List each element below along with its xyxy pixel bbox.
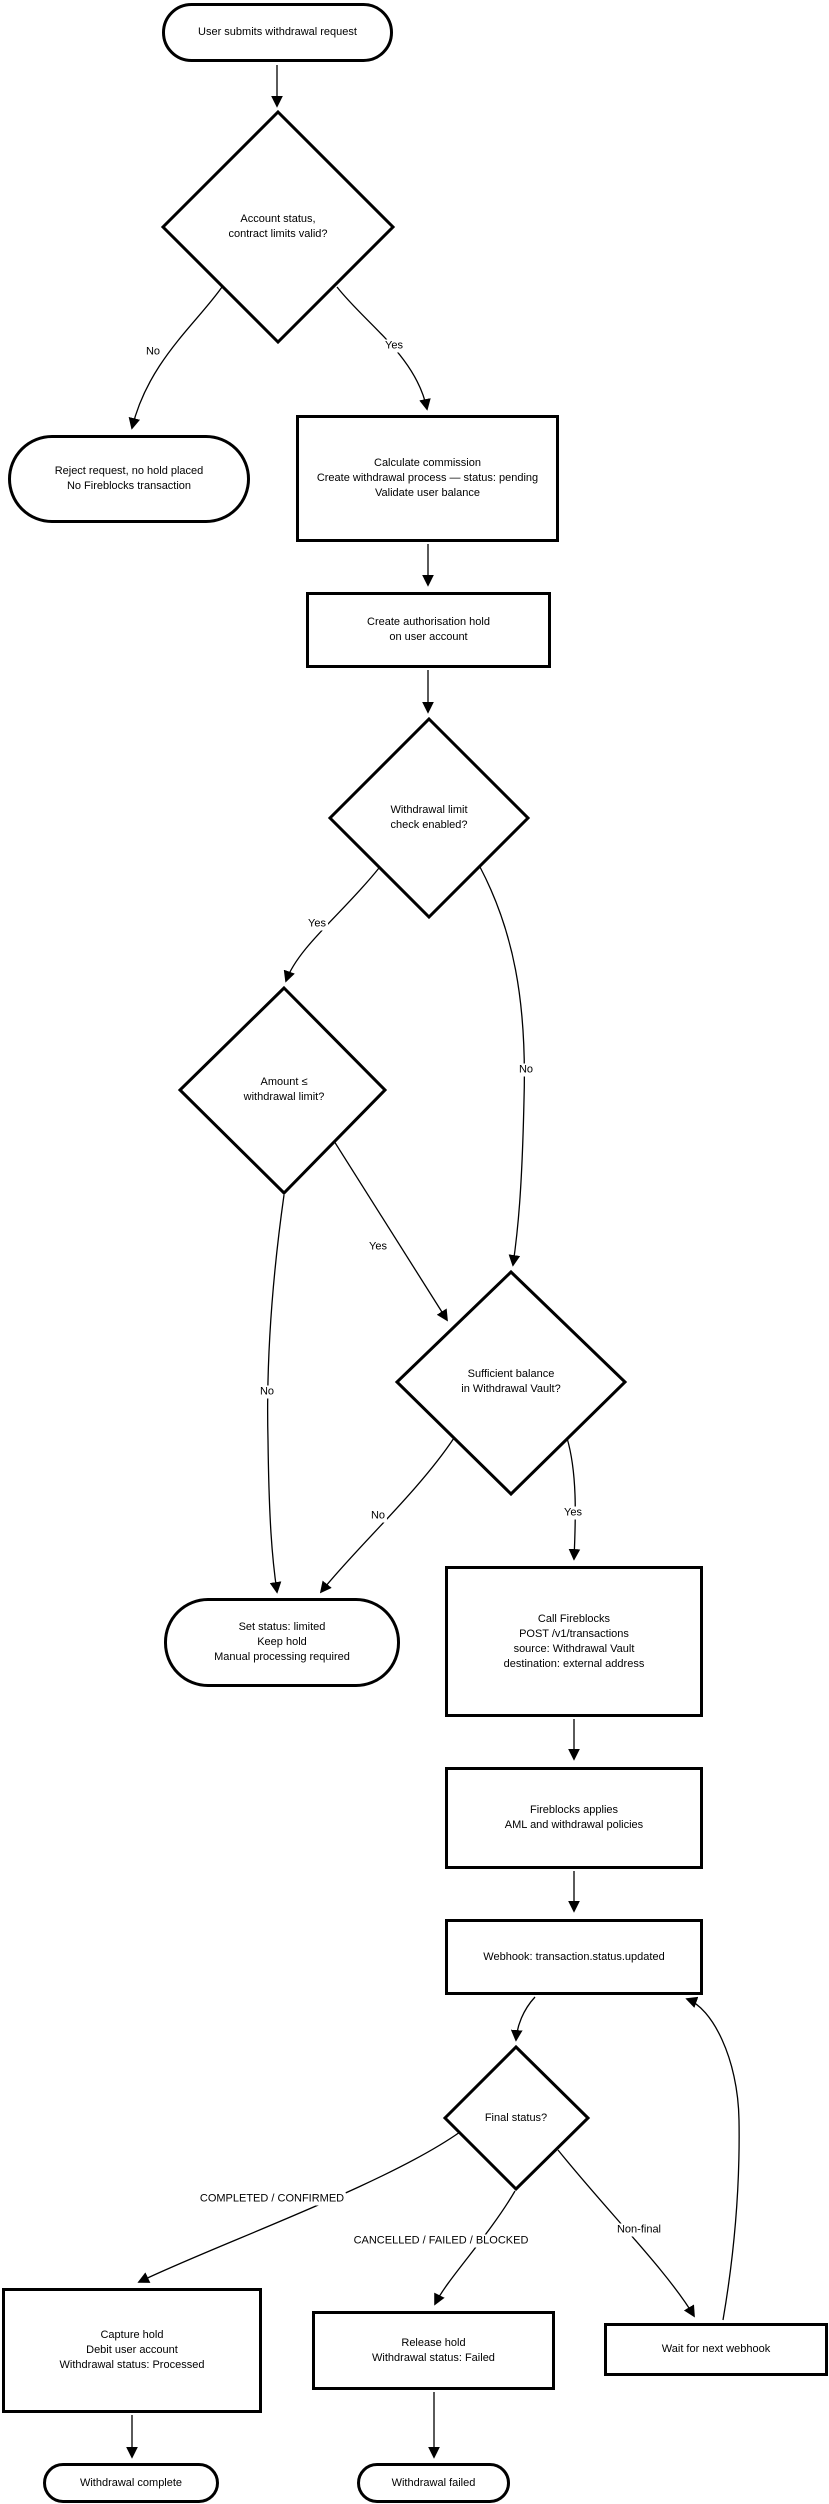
edge-amount-no-to-limited: [266, 1194, 285, 1594]
edge-limit-yes-to-amount: [283, 867, 380, 983]
edge-final-completed-to-capture: [137, 2131, 461, 2283]
edge-label-account-no: No: [143, 345, 163, 359]
decision-amount-limit-label: Amount ≤ withdrawal limit?: [243, 1076, 325, 1103]
edge-amount-yes-to-sufficient: [333, 1140, 448, 1322]
node-fireblocks-aml-policies: Fireblocks applies AML and withdrawal po…: [445, 1767, 703, 1869]
node-capture-hold: Capture hold Debit user account Withdraw…: [2, 2288, 262, 2413]
node-wait-next-webhook: Wait for next webhook: [604, 2323, 828, 2376]
edge-label-sufficient-yes: Yes: [562, 1506, 584, 1520]
edge-final-cancelled-to-release: [434, 2190, 516, 2306]
edge-label-final-completed: COMPLETED / CONFIRMED: [197, 2192, 347, 2206]
decision-amount-limit-shape: [177, 985, 388, 1196]
decision-final-status-shape: [442, 2044, 591, 2192]
edge-final-nonfinal-to-wait: [557, 2149, 695, 2318]
edge-label-amount-yes: Yes: [367, 1240, 389, 1254]
decision-limit-check-label: Withdrawal limit check enabled?: [390, 804, 468, 831]
node-calculate-commission: Calculate commission Create withdrawal p…: [296, 415, 559, 542]
node-withdrawal-complete: Withdrawal complete: [43, 2463, 219, 2503]
edge-label-final-nonfinal: Non-final: [614, 2223, 664, 2237]
decision-sufficient-balance-label: Sufficient balance in Withdrawal Vault?: [461, 1368, 561, 1395]
edge-label-amount-no: No: [257, 1385, 277, 1399]
edge-label-final-cancelled: CANCELLED / FAILED / BLOCKED: [351, 2234, 531, 2248]
node-reject-request: Reject request, no hold placed No Firebl…: [8, 435, 250, 523]
decision-account-status-label: Account status, contract limits valid?: [228, 213, 328, 240]
edge-webhook-to-finalstatus: [510, 1996, 536, 2042]
decision-limit-check-shape: [327, 716, 531, 920]
edge-sufficient-yes-to-fireblocks: [566, 1437, 581, 1561]
node-create-authorisation-hold: Create authorisation hold on user accoun…: [306, 592, 551, 668]
node-webhook: Webhook: transaction.status.updated: [445, 1919, 703, 1995]
decision-final-status-label: Final status?: [484, 2111, 548, 2124]
node-release-hold: Release hold Withdrawal status: Failed: [312, 2311, 555, 2390]
node-set-status-limited: Set status: limited Keep hold Manual pro…: [164, 1598, 400, 1687]
node-withdrawal-failed: Withdrawal failed: [357, 2463, 510, 2503]
edge-wait-back-to-webhook: [685, 1996, 740, 2321]
edge-account-no-to-reject: [128, 286, 223, 430]
edge-limit-no-to-sufficient: [479, 866, 526, 1267]
edge-label-limit-no: No: [516, 1063, 536, 1077]
node-call-fireblocks: Call Fireblocks POST /v1/transactions so…: [445, 1566, 703, 1717]
edge-label-sufficient-no: No: [368, 1509, 388, 1523]
edge-label-account-yes: Yes: [383, 339, 405, 353]
decision-account-status-shape: [160, 109, 396, 345]
edge-sufficient-no-to-limited: [319, 1437, 455, 1594]
decision-sufficient-balance-shape: [394, 1269, 628, 1497]
edge-account-yes-to-calc: [336, 286, 431, 411]
node-start: User submits withdrawal request: [162, 3, 393, 62]
edge-label-limit-yes: Yes: [306, 917, 328, 931]
